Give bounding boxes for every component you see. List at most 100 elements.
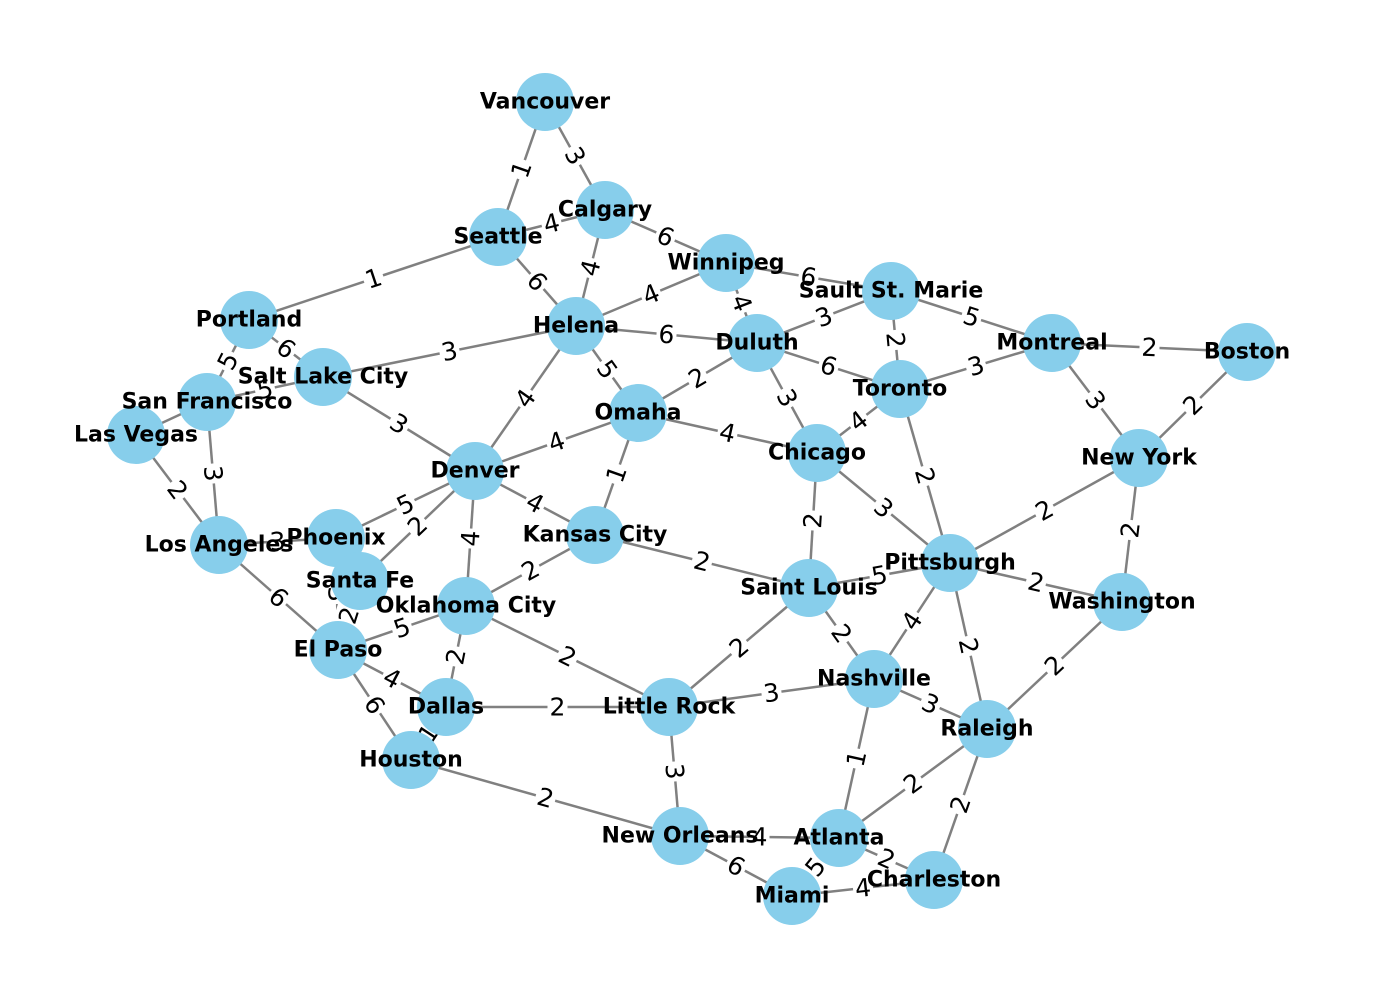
edge-omaha-chicago-weight: 4 xyxy=(714,417,741,449)
edge-weight-background xyxy=(514,553,547,588)
edge-oklahoma-city-dallas-weight: 2 xyxy=(440,643,472,670)
edge-montreal-toronto-weight: 3 xyxy=(962,349,990,383)
edge-salt-lake-city-denver-weight: 3 xyxy=(383,406,415,442)
node-saint-louis xyxy=(780,559,838,617)
edge-weight-background xyxy=(1078,384,1113,417)
edge-weight-label: 4 xyxy=(717,417,739,449)
node-portland xyxy=(220,291,278,349)
edge-salt-lake-city-san-francisco-weight: 5 xyxy=(252,374,278,406)
node-label-omaha: Omaha xyxy=(595,401,682,426)
edge-weight-background xyxy=(871,842,902,876)
edge-sault-st-marie-toronto-weight: 2 xyxy=(880,328,911,352)
node-nashville xyxy=(845,650,903,708)
node-label-san-francisco: San Francisco xyxy=(122,390,293,415)
edge-weight-background xyxy=(160,473,195,507)
edge-weight-label: 5 xyxy=(254,374,276,406)
edge-weight-label: 2 xyxy=(1115,520,1146,539)
edge-san-francisco-los-angeles-weight: 3 xyxy=(198,462,228,485)
node-label-el-paso: El Paso xyxy=(294,638,383,663)
node-label-phoenix: Phoenix xyxy=(286,526,385,551)
edge-weight-label: 3 xyxy=(964,350,988,382)
node-new-orleans xyxy=(651,807,709,865)
node-label-portland: Portland xyxy=(196,308,302,333)
edge-weight-label: 2 xyxy=(953,635,985,657)
edge-helena-duluth-weight: 6 xyxy=(655,319,678,350)
edge-weight-background xyxy=(798,850,833,884)
edge-omaha-denver-weight: 4 xyxy=(542,425,571,459)
edge-nashville-atlanta-weight: 1 xyxy=(841,745,873,772)
edge-pittsburgh-raleigh-weight: 2 xyxy=(953,633,985,659)
edge-las-vegas-los-angeles-weight: 2 xyxy=(160,473,195,507)
node-label-santa-fe: Santa Fe xyxy=(306,569,414,594)
edge-los-angeles-phoenix-weight: 3 xyxy=(266,527,289,556)
edge-weight-label: 1 xyxy=(841,748,873,770)
edge-duluth-chicago-weight: 3 xyxy=(769,382,805,414)
edge-weight-background xyxy=(908,462,942,490)
edge-weight-label: 3 xyxy=(439,336,460,368)
edge-calgary-helena-weight: 4 xyxy=(574,254,607,282)
edge-raleigh-atlanta-weight: 2 xyxy=(896,766,930,801)
edge-kansas-city-oklahoma-city-weight: 2 xyxy=(514,553,547,588)
edge-weight-background xyxy=(269,331,303,366)
edge-weight-label: 4 xyxy=(540,207,563,239)
node-label-denver: Denver xyxy=(431,459,520,484)
edge-weight-label: 2 xyxy=(691,546,713,578)
edge-weight-background xyxy=(440,643,472,670)
edge-weight-label: 5 xyxy=(869,560,890,591)
node-label-new-orleans: New Orleans xyxy=(602,824,759,849)
edge-montreal-boston-weight: 2 xyxy=(1138,333,1161,363)
edge-winnipeg-duluth-weight: 4 xyxy=(724,288,759,318)
edge-seattle-portland-weight: 1 xyxy=(359,262,388,295)
edge-charleston-miami-weight: 4 xyxy=(851,873,875,904)
edge-winnipeg-sault-st-marie-weight: 6 xyxy=(796,261,821,293)
edge-toronto-pittsburgh-weight: 2 xyxy=(908,462,942,490)
node-santa-fe xyxy=(331,552,389,610)
edge-weight-background xyxy=(1037,648,1072,683)
edge-new-york-pittsburgh-weight: 2 xyxy=(1028,493,1061,528)
node-oklahoma-city xyxy=(437,577,495,635)
node-label-toronto: Toronto xyxy=(853,377,947,402)
edge-weight-background xyxy=(962,349,990,383)
edge-weight-background xyxy=(720,848,752,884)
edge-weight-background xyxy=(357,688,392,722)
node-chicago xyxy=(788,424,846,482)
node-label-charleston: Charleston xyxy=(867,868,1001,893)
edge-weight-background xyxy=(359,262,388,295)
edge-oklahoma-city-el-paso-weight: 5 xyxy=(387,611,417,645)
edge-weight-label: 4 xyxy=(575,257,607,279)
edge-saint-louis-little-rock-weight: 2 xyxy=(722,630,756,665)
edge-calgary-winnipeg-weight: 6 xyxy=(650,219,681,254)
edge-weight-background xyxy=(842,403,875,439)
edge-weight-background xyxy=(867,559,892,592)
node-phoenix xyxy=(307,509,365,567)
edge-weight-background xyxy=(519,264,555,299)
edge-weight-label: 2 xyxy=(1141,333,1158,363)
node-salt-lake-city xyxy=(294,348,352,406)
edge-weight-background xyxy=(1138,333,1161,362)
edge-weight-background xyxy=(411,717,446,750)
edge-vancouver-calgary-weight: 3 xyxy=(557,140,593,172)
node-las-vegas xyxy=(107,406,165,464)
node-pittsburgh xyxy=(921,534,979,592)
edge-weight-background xyxy=(436,335,463,368)
node-label-little-rock: Little Rock xyxy=(603,695,737,720)
edge-weight-label: 3 xyxy=(198,464,228,482)
edge-weight-background xyxy=(894,604,930,638)
edge-weight-background xyxy=(814,349,843,383)
edge-weight-background xyxy=(532,781,559,815)
edge-weight-label: 3 xyxy=(659,762,689,780)
edge-weight-label: 2 xyxy=(534,782,557,814)
edge-denver-kansas-city-weight: 4 xyxy=(519,485,551,521)
edge-weight-background xyxy=(824,617,859,650)
edge-weight-background xyxy=(880,328,911,352)
edge-portland-salt-lake-city-weight: 6 xyxy=(269,331,303,366)
edge-weight-label: 4 xyxy=(751,822,767,851)
node-montreal xyxy=(1023,314,1081,372)
edge-duluth-toronto-weight: 6 xyxy=(814,349,843,383)
node-label-nashville: Nashville xyxy=(817,667,931,692)
node-winnipeg xyxy=(697,234,755,292)
edge-weight-background xyxy=(589,353,625,386)
edge-weight-background xyxy=(552,639,583,674)
edge-weight-label: 4 xyxy=(853,873,872,904)
node-seattle xyxy=(469,208,527,266)
